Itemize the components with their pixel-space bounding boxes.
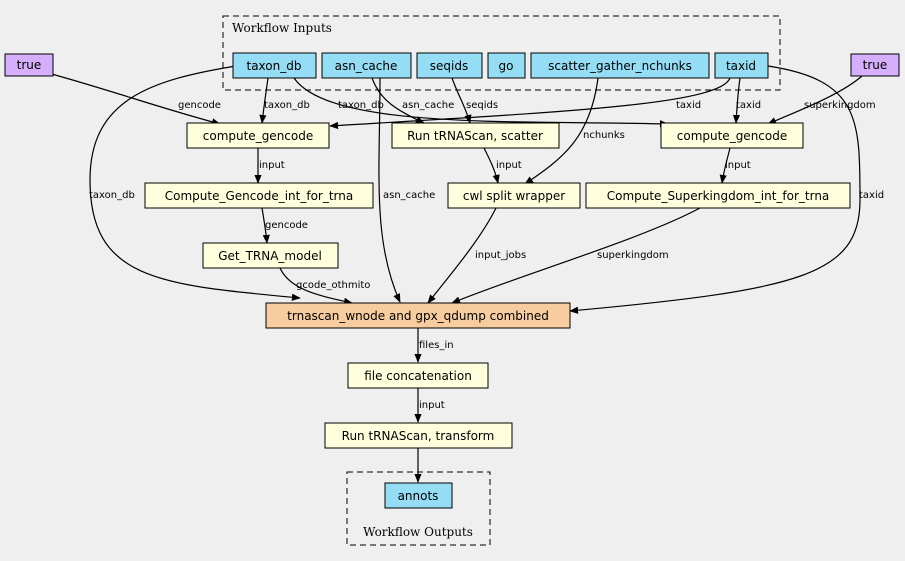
edge-scatter-to-split-wrapper: input <box>483 147 522 184</box>
edge-label-taxon-db-long: taxon_db <box>89 190 135 201</box>
node-label: Run tRNAScan, transform <box>342 429 495 443</box>
node-step-compute-gencode-left[interactable]: compute_gencode <box>186 122 330 149</box>
node-label: cwl split wrapper <box>463 189 565 203</box>
edge-nchunks-to-split-wrapper: nchunks <box>524 77 625 185</box>
node-step-compute-gencode-int[interactable]: Compute_Gencode_int_for_trna <box>144 182 374 209</box>
node-input-taxon-db[interactable]: taxon_db <box>232 52 317 79</box>
edge-label-input-gencode-right: input <box>725 160 751 171</box>
node-label: compute_gencode <box>677 129 787 143</box>
node-step-compute-gencode-right[interactable]: compute_gencode <box>660 122 804 149</box>
node-output-annots[interactable]: annots <box>384 482 453 509</box>
edge-true-to-compute-gencode-right: superkingdom <box>767 75 876 125</box>
node-input-go[interactable]: go <box>487 52 526 79</box>
node-label: file concatenation <box>364 369 472 383</box>
node-input-asn-cache[interactable]: asn_cache <box>321 52 412 79</box>
edges: gencode taxon_db taxon_db asn_cache seqi… <box>47 65 884 483</box>
edge-label-files-in: files_in <box>419 340 454 351</box>
node-input-taxid[interactable]: taxid <box>714 52 769 79</box>
workflow-inputs-title: Workflow Inputs <box>232 21 332 35</box>
node-label: trnascan_wnode and gpx_qdump combined <box>287 309 549 323</box>
edge-concatenation-to-transform: input <box>414 388 445 423</box>
node-label: annots <box>398 489 439 503</box>
node-label: scatter_gather_nchunks <box>548 59 692 73</box>
edge-trna-model-to-combined: gcode_othmito <box>279 267 370 305</box>
edge-taxid-to-compute-gencode-right: taxid <box>732 77 761 124</box>
edge-label-gencode-int: gencode <box>265 220 308 231</box>
edge-seqids-to-scatter: seqids <box>451 77 498 124</box>
node-step-compute-superkingdom-int[interactable]: Compute_Superkingdom_int_for_trna <box>585 182 851 209</box>
node-input-seqids[interactable]: seqids <box>416 52 483 79</box>
node-label: Get_TRNA_model <box>218 249 322 263</box>
edge-superkingdom-int-to-combined: superkingdom <box>451 207 701 304</box>
edge-gencode-left-to-gencode-int: input <box>254 147 285 184</box>
edge-label-taxid-right: taxid <box>736 100 761 111</box>
node-step-cwl-split-wrapper[interactable]: cwl split wrapper <box>447 182 581 209</box>
edge-taxid-to-compute-gencode-left: taxid <box>329 77 731 130</box>
nodes: true true taxon_db asn_cache seqids go s… <box>4 52 900 509</box>
edge-label-taxid-left: taxid <box>676 100 701 111</box>
edge-split-wrapper-to-combined: input_jobs <box>427 207 526 304</box>
edge-label-gcode-othmito: gcode_othmito <box>296 280 370 291</box>
edge-taxon-db-to-compute-gencode-left: taxon_db <box>259 77 310 124</box>
edge-taxon-db-to-combined: taxon_db <box>89 65 301 301</box>
node-label: asn_cache <box>335 59 398 73</box>
edge-gencode-int-to-trna-model: gencode <box>261 207 308 244</box>
edge-label-superkingdom: superkingdom <box>804 100 876 111</box>
node-label: go <box>499 59 514 73</box>
edge-label-gencode: gencode <box>178 100 221 111</box>
workflow-outputs-title: Workflow Outputs <box>363 525 473 539</box>
edge-true-to-compute-gencode-left: gencode <box>47 72 221 126</box>
edge-label-input-gencode-left: input <box>259 160 285 171</box>
edge-gencode-right-to-superkingdom-int: input <box>719 147 751 184</box>
node-default-true-right[interactable]: true <box>850 53 900 77</box>
node-label: true <box>863 58 888 72</box>
node-label: compute_gencode <box>203 129 313 143</box>
node-step-get-trna-model[interactable]: Get_TRNA_model <box>202 242 339 269</box>
node-label: true <box>17 58 42 72</box>
edge-label-taxon-db-right: taxon_db <box>338 100 384 111</box>
workflow-inputs-cluster: Workflow Inputs <box>222 15 781 91</box>
edge-label-nchunks: nchunks <box>583 130 625 141</box>
node-step-trnascan-combined[interactable]: trnascan_wnode and gpx_qdump combined <box>265 302 571 329</box>
edge-label-taxid-long: taxid <box>859 190 884 201</box>
edge-combined-to-concatenation: files_in <box>414 328 454 363</box>
edge-label-seqids: seqids <box>466 100 498 111</box>
edge-asn-cache-to-combined: asn_cache <box>378 77 435 303</box>
edge-label-input-concat: input <box>419 400 445 411</box>
node-step-run-trnascan-transform[interactable]: Run tRNAScan, transform <box>324 422 513 449</box>
node-step-run-trnascan-scatter[interactable]: Run tRNAScan, scatter <box>391 122 560 149</box>
node-label: Run tRNAScan, scatter <box>407 129 543 143</box>
node-label: taxon_db <box>247 59 302 73</box>
edge-label-taxon-db-left: taxon_db <box>264 100 310 111</box>
edge-label-asn-cache-long: asn_cache <box>383 190 435 201</box>
edge-taxid-to-combined: taxid <box>569 65 884 314</box>
node-input-scatter-gather-nchunks[interactable]: scatter_gather_nchunks <box>530 52 710 79</box>
node-default-true-left[interactable]: true <box>4 53 54 77</box>
node-step-file-concatenation[interactable]: file concatenation <box>347 362 489 389</box>
node-label: Compute_Gencode_int_for_trna <box>165 189 353 203</box>
edge-label-input-jobs: input_jobs <box>475 250 526 261</box>
node-label: taxid <box>726 59 756 73</box>
node-label: seqids <box>430 59 468 73</box>
edge-label-superkingdom-long: superkingdom <box>597 250 669 261</box>
edge-asn-cache-to-scatter: asn_cache <box>371 77 454 124</box>
edge-label-asn-cache: asn_cache <box>402 100 454 111</box>
edge-label-input-scatter: input <box>496 160 522 171</box>
node-label: Compute_Superkingdom_int_for_trna <box>607 189 830 203</box>
